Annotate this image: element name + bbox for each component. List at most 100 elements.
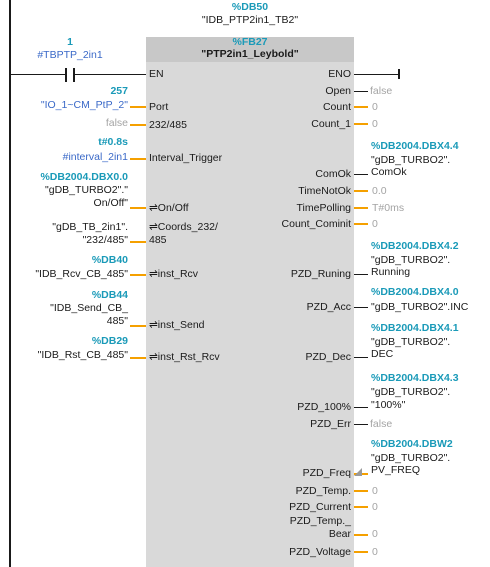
- acc-tag[interactable]: "gDB_TURBO2".INC: [371, 301, 469, 313]
- port-address: 257: [110, 85, 128, 97]
- send-tag-line1[interactable]: "IDB_Send_CB_: [50, 302, 128, 314]
- pin-open[interactable]: Open: [325, 85, 351, 97]
- pin-port[interactable]: Port: [149, 101, 169, 113]
- 232-485-wire: [130, 124, 146, 126]
- acc-address: %DB2004.DBX4.0: [371, 286, 459, 298]
- current-value[interactable]: 0: [372, 501, 378, 513]
- pin-inst-rst-rcv[interactable]: ⇌inst_Rst_Rcv: [149, 351, 220, 363]
- pin-pzd-temp-bear-line2[interactable]: Bear: [328, 528, 351, 540]
- eno-wire: [354, 74, 400, 75]
- freq-tag-line1[interactable]: "gDB_TURBO2".: [371, 452, 451, 464]
- on-off-tag-line2[interactable]: On/Off": [93, 197, 128, 209]
- pin-pzd-dec[interactable]: PZD_Dec: [305, 351, 351, 363]
- pin-pzd-runing[interactable]: PZD_Runing: [290, 268, 351, 280]
- on-off-tag-line1[interactable]: "gDB_TURBO2".": [45, 184, 128, 196]
- p100-tag-line2[interactable]: "100%": [371, 399, 406, 411]
- pin-on-off[interactable]: ⇌On/Off: [149, 202, 189, 214]
- interval-wire: [130, 158, 146, 160]
- timenotok-value[interactable]: 0.0: [372, 185, 387, 197]
- interval-address: t#0.8s: [98, 136, 128, 148]
- count-1-wire: [354, 123, 368, 125]
- function-block-header: [146, 37, 354, 62]
- function-block[interactable]: [146, 37, 354, 567]
- rst-tag[interactable]: "IDB_Rst_CB_485": [37, 349, 128, 361]
- no-contact-right-bar[interactable]: [73, 68, 75, 82]
- send-tag-line2[interactable]: 485": [106, 315, 128, 327]
- pin-comok[interactable]: ComOk: [315, 168, 351, 180]
- pin-eno[interactable]: ENO: [328, 68, 351, 80]
- count-value[interactable]: 0: [372, 101, 378, 113]
- runing-tag-line2[interactable]: Running: [371, 266, 411, 278]
- send-address: %DB44: [91, 289, 128, 301]
- voltage-value[interactable]: 0: [372, 546, 378, 558]
- pin-count-cominit[interactable]: Count_Cominit: [281, 218, 351, 230]
- rst-wire: [130, 357, 146, 359]
- interval-tag[interactable]: #interval_2in1: [62, 151, 128, 163]
- temp-value[interactable]: 0: [372, 485, 378, 497]
- count-cominit-value[interactable]: 0: [372, 218, 378, 230]
- en-wire-left: [11, 74, 65, 75]
- current-wire: [354, 506, 368, 508]
- pin-232-485[interactable]: 232/485: [149, 119, 187, 131]
- open-value[interactable]: false: [370, 85, 393, 97]
- rst-address: %DB29: [91, 335, 128, 347]
- comok-address: %DB2004.DBX4.4: [371, 140, 459, 152]
- comok-tag-line2[interactable]: ComOk: [371, 166, 407, 178]
- freq-address: %DB2004.DBW2: [371, 438, 453, 450]
- count-cominit-wire: [354, 223, 368, 225]
- function-block-name[interactable]: "PTP2in1_Leybold": [201, 48, 299, 60]
- temp-bear-value[interactable]: 0: [372, 528, 378, 540]
- timenotok-wire: [354, 190, 368, 192]
- eno-wire-end: [398, 69, 400, 79]
- instance-db-address: %DB50: [231, 1, 269, 13]
- coords-wire: [130, 241, 146, 243]
- pin-en[interactable]: EN: [149, 68, 164, 80]
- pin-pzd-100[interactable]: PZD_100%: [297, 401, 351, 413]
- pin-pzd-temp[interactable]: PZD_Temp.: [295, 485, 351, 497]
- pin-inst-rcv[interactable]: ⇌inst_Rcv: [149, 268, 199, 280]
- en-wire-right: [75, 74, 146, 75]
- coords-tag-line1[interactable]: "gDB_TB_2in1".: [52, 221, 128, 233]
- dec-tag-line2[interactable]: DEC: [371, 348, 394, 360]
- rcv-wire: [130, 274, 146, 276]
- pin-coords-line2[interactable]: 485: [149, 234, 167, 246]
- resize-corner-icon: [354, 468, 362, 476]
- err-value[interactable]: false: [370, 418, 393, 430]
- pin-pzd-freq[interactable]: PZD_Freq: [302, 467, 351, 479]
- pin-interval-trigger[interactable]: Interval_Trigger: [149, 152, 223, 164]
- pin-count[interactable]: Count: [322, 101, 351, 113]
- dec-tag-line1[interactable]: "gDB_TURBO2".: [371, 336, 451, 348]
- acc-wire: [354, 307, 368, 308]
- port-tag[interactable]: "IO_1~CM_PtP_2": [40, 99, 128, 111]
- pin-timepolling[interactable]: TimePolling: [296, 202, 351, 214]
- voltage-wire: [354, 551, 368, 553]
- timepolling-value[interactable]: T#0ms: [372, 202, 405, 214]
- open-wire: [354, 91, 368, 92]
- rcv-tag[interactable]: "IDB_Rcv_CB_485": [35, 268, 128, 280]
- pin-timenotok[interactable]: TimeNotOk: [298, 185, 351, 197]
- 232-485-value[interactable]: false: [105, 117, 128, 129]
- pin-pzd-voltage[interactable]: PZD_Voltage: [289, 546, 351, 558]
- dec-address: %DB2004.DBX4.1: [371, 322, 459, 334]
- pin-pzd-acc[interactable]: PZD_Acc: [306, 301, 351, 313]
- pin-coords-line1[interactable]: ⇌Coords_232/: [149, 221, 218, 233]
- pin-pzd-temp-bear-line1[interactable]: PZD_Temp._: [289, 515, 351, 527]
- pin-count-1[interactable]: Count_1: [311, 118, 351, 130]
- pin-pzd-current[interactable]: PZD_Current: [289, 501, 351, 513]
- comok-tag-line1[interactable]: "gDB_TURBO2".: [371, 154, 451, 166]
- en-contact-tag[interactable]: #TBPTP_2in1: [37, 49, 103, 61]
- runing-wire: [354, 274, 368, 275]
- pin-pzd-err[interactable]: PZD_Err: [310, 418, 351, 430]
- pin-inst-send[interactable]: ⇌inst_Send: [149, 319, 205, 331]
- freq-tag-line2[interactable]: PV_FREQ: [371, 464, 421, 476]
- instance-db-name[interactable]: "IDB_PTP2in1_TB2": [201, 14, 299, 26]
- p100-tag-line1[interactable]: "gDB_TURBO2".: [371, 386, 451, 398]
- timepolling-wire: [354, 207, 368, 209]
- err-wire: [354, 424, 368, 425]
- runing-address: %DB2004.DBX4.2: [371, 240, 459, 252]
- runing-tag-line1[interactable]: "gDB_TURBO2".: [371, 254, 451, 266]
- coords-tag-line2[interactable]: "232/485": [82, 234, 128, 246]
- count-1-value[interactable]: 0: [372, 118, 378, 130]
- no-contact-left-bar[interactable]: [65, 68, 67, 82]
- p100-wire: [354, 407, 368, 408]
